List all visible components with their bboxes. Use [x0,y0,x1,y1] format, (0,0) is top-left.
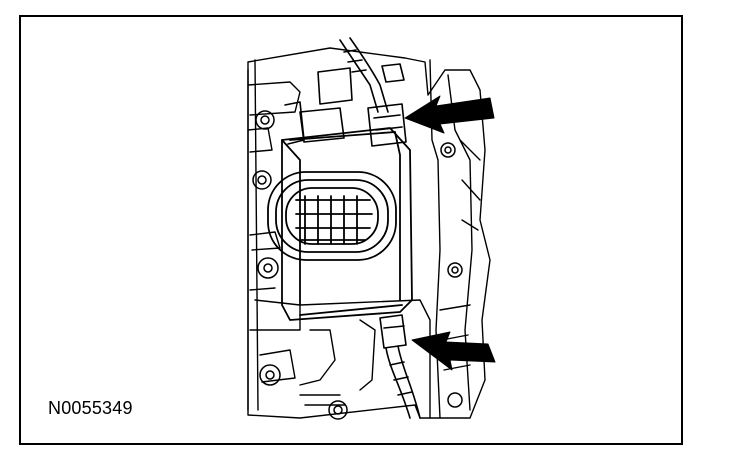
bolts [252,110,463,420]
figure-id-label: N0055349 [48,398,133,418]
main-connector [267,171,397,261]
arrow-icon [404,95,495,134]
upper-harness [284,37,407,147]
lower-harness [379,314,421,419]
control-module [281,127,413,321]
arrow-icon [411,331,496,371]
valve-body [247,47,491,419]
